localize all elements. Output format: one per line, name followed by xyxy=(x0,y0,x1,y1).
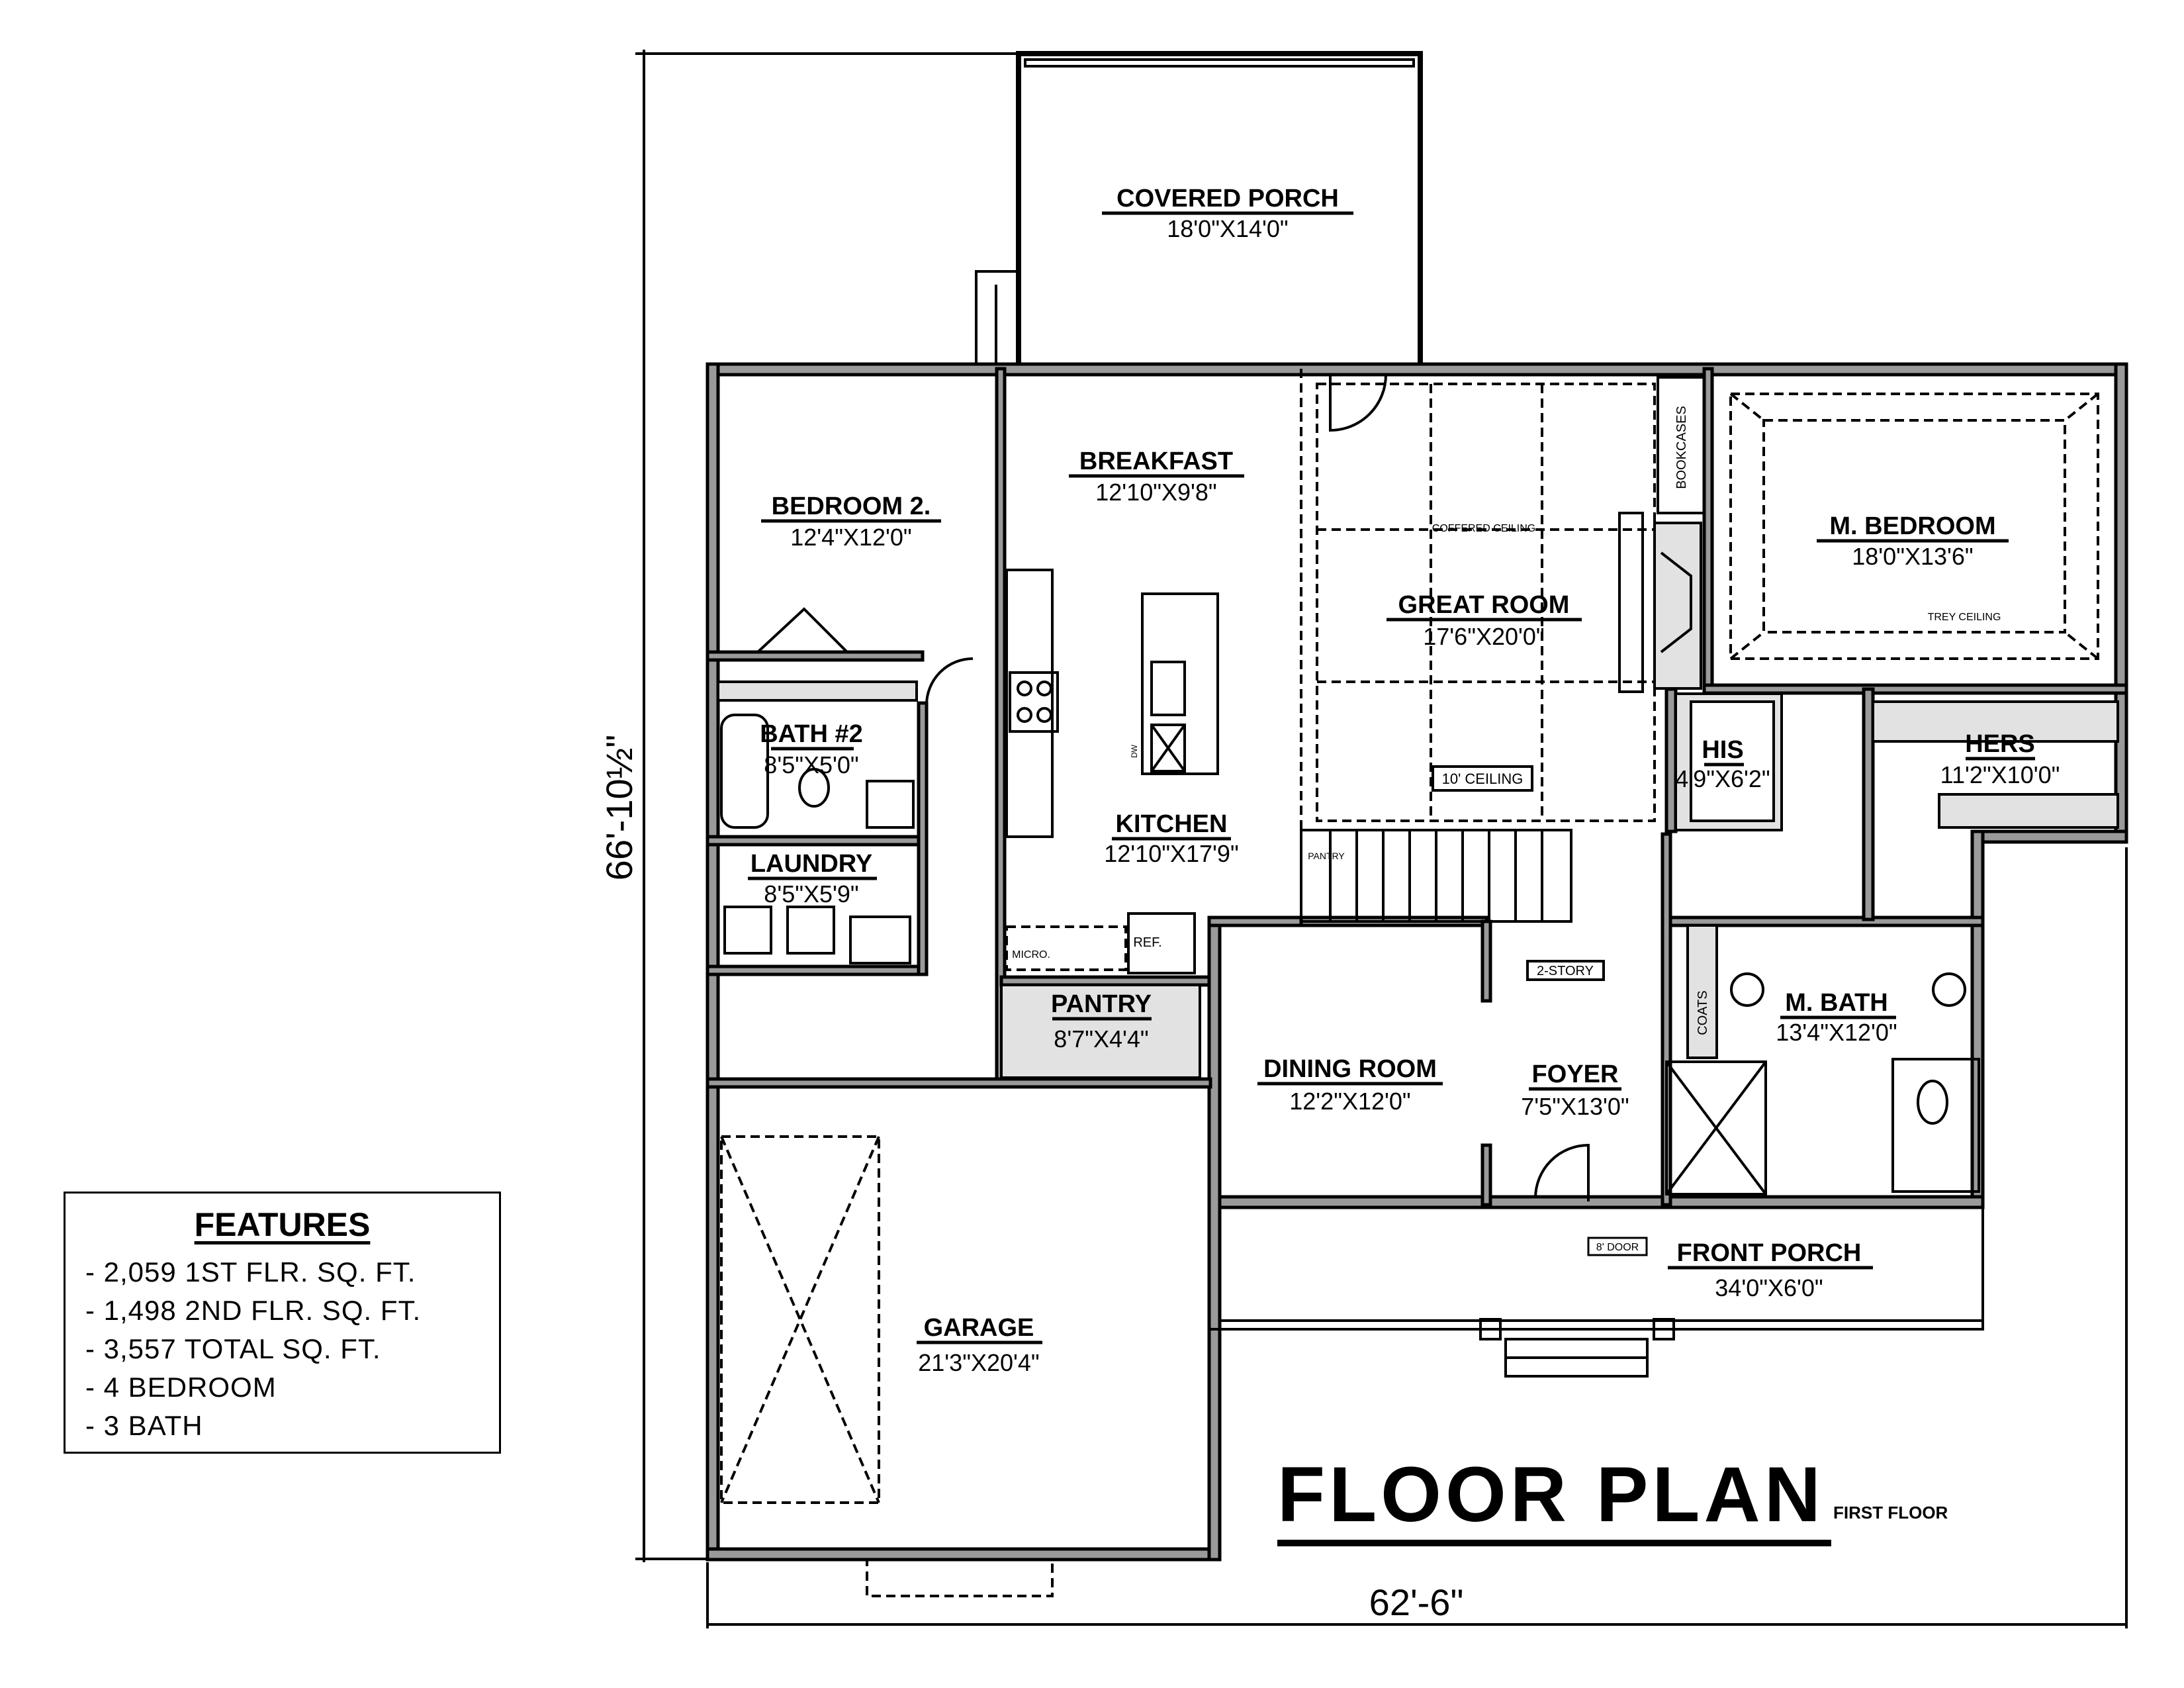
svg-text:FRONT PORCH: FRONT PORCH xyxy=(1677,1239,1862,1267)
svg-text:GARAGE: GARAGE xyxy=(924,1314,1034,1342)
room-dining-room: DINING ROOM 12'2"X12'0" xyxy=(1257,1055,1443,1115)
svg-text:4'9"X6'2": 4'9"X6'2" xyxy=(1675,765,1770,792)
kitchen-fixtures xyxy=(1005,569,1572,974)
coffered-ceiling-note: COFFERED CEILING xyxy=(1432,523,1535,534)
svg-text:PANTRY: PANTRY xyxy=(1051,990,1152,1018)
svg-text:8'5"X5'9": 8'5"X5'9" xyxy=(764,880,858,908)
feature-item: - 1,498 2ND FLR. SQ. FT. xyxy=(85,1295,422,1326)
svg-text:18'0"X13'6": 18'0"X13'6" xyxy=(1852,543,1973,570)
svg-text:BREAKFAST: BREAKFAST xyxy=(1079,447,1233,475)
svg-text:17'6"X20'0": 17'6"X20'0" xyxy=(1423,623,1544,650)
covered-porch-outline xyxy=(975,51,1423,369)
plan-title: FLOOR PLAN FIRST FLOOR xyxy=(1277,1450,1948,1546)
svg-text:M. BATH: M. BATH xyxy=(1785,989,1888,1017)
room-great-room: GREAT ROOM 17'6"X20'0" xyxy=(1387,591,1582,650)
room-pantry: PANTRY 8'7"X4'4" xyxy=(1051,990,1152,1053)
svg-text:18'0"X14'0": 18'0"X14'0" xyxy=(1167,215,1288,242)
trey-ceiling-note: TREY CEILING xyxy=(1928,612,2001,623)
room-covered-porch: COVERED PORCH 18'0"X14'0" xyxy=(1102,185,1353,242)
stair-treads xyxy=(1329,830,1543,921)
svg-text:12'10"X9'8": 12'10"X9'8" xyxy=(1095,479,1216,506)
two-story-note: 2-STORY xyxy=(1537,964,1594,978)
svg-text:DINING ROOM: DINING ROOM xyxy=(1263,1055,1437,1083)
microwave-label: MICRO. xyxy=(1012,949,1050,961)
svg-text:BEDROOM 2.: BEDROOM 2. xyxy=(772,492,931,520)
coffered-ceiling-grid xyxy=(1300,369,1706,917)
svg-text:COVERED PORCH: COVERED PORCH xyxy=(1116,185,1339,212)
features-title: FEATURES xyxy=(194,1206,371,1243)
svg-text:HERS: HERS xyxy=(1965,730,2035,758)
svg-text:12'4"X12'0": 12'4"X12'0" xyxy=(790,524,911,551)
bookcases-note: BOOKCASES xyxy=(1674,406,1689,489)
eight-foot-door-note: 8' DOOR xyxy=(1596,1242,1639,1253)
feature-item: - 2,059 1ST FLR. SQ. FT. xyxy=(85,1256,416,1288)
front-porch xyxy=(1209,1143,1984,1378)
overall-width-dimension: 62'-6" xyxy=(1369,1581,1464,1623)
trey-ceiling-outline xyxy=(1729,393,2099,660)
room-master-bedroom: M. BEDROOM 18'0"X13'6" xyxy=(1817,512,2009,570)
svg-text:34'0"X6'0": 34'0"X6'0" xyxy=(1715,1274,1823,1301)
features-box: FEATURES - 2,059 1ST FLR. SQ. FT. - 1,49… xyxy=(64,1192,501,1454)
room-bedroom-2: BEDROOM 2. 12'4"X12'0" xyxy=(761,492,941,551)
svg-text:21'3"X20'4": 21'3"X20'4" xyxy=(918,1349,1039,1376)
dimension-lines xyxy=(635,50,2128,1628)
svg-text:8'7"X4'4": 8'7"X4'4" xyxy=(1054,1025,1148,1053)
dishwasher-label: DW xyxy=(1130,744,1139,758)
room-kitchen: KITCHEN 12'10"X17'9" xyxy=(1104,810,1238,867)
svg-text:12'2"X12'0": 12'2"X12'0" xyxy=(1289,1088,1410,1115)
svg-text:12'10"X17'9": 12'10"X17'9" xyxy=(1104,840,1238,867)
room-laundry: LAUNDRY 8'5"X5'9" xyxy=(748,850,877,908)
refrigerator-label: REF. xyxy=(1133,935,1161,950)
feature-item: - 3,557 TOTAL SQ. FT. xyxy=(85,1333,381,1364)
svg-text:LAUNDRY: LAUNDRY xyxy=(751,850,872,878)
room-bath-2: BATH #2 8'5"X5'0" xyxy=(760,720,863,778)
room-master-bath: M. BATH 13'4"X12'0" xyxy=(1776,989,1897,1046)
svg-text:M. BEDROOM: M. BEDROOM xyxy=(1829,512,1995,540)
overall-depth-dimension: 66'-10½" xyxy=(598,735,640,881)
svg-text:KITCHEN: KITCHEN xyxy=(1116,810,1228,838)
feature-item: - 3 BATH xyxy=(85,1410,203,1441)
room-front-porch: FRONT PORCH 34'0"X6'0" xyxy=(1668,1239,1873,1301)
ten-ceiling-note: 10' CEILING xyxy=(1442,771,1524,787)
pantry-closet-note: PANTRY xyxy=(1308,851,1345,861)
svg-text:FOYER: FOYER xyxy=(1532,1060,1619,1088)
room-hers-closet: HERS 11'2"X10'0" xyxy=(1940,730,2060,788)
plan-title-main: FLOOR PLAN xyxy=(1277,1450,1831,1546)
svg-text:7'5"X13'0": 7'5"X13'0" xyxy=(1521,1093,1629,1120)
garage-door xyxy=(720,1135,1054,1597)
room-foyer: FOYER 7'5"X13'0" xyxy=(1521,1060,1629,1120)
svg-text:8'5"X5'0": 8'5"X5'0" xyxy=(764,751,858,778)
svg-text:BATH #2: BATH #2 xyxy=(760,720,863,748)
bath-laundry-fixtures xyxy=(720,607,974,964)
feature-item: - 4 BEDROOM xyxy=(85,1372,277,1403)
room-his-closet: HIS 4'9"X6'2" xyxy=(1675,736,1770,792)
svg-text:13'4"X12'0": 13'4"X12'0" xyxy=(1776,1019,1897,1046)
coats-closet-label: COATS xyxy=(1696,990,1710,1035)
room-breakfast: BREAKFAST 12'10"X9'8" xyxy=(1069,447,1244,506)
interior-walls xyxy=(705,367,2128,1207)
svg-text:11'2"X10'0": 11'2"X10'0" xyxy=(1940,761,2060,788)
plan-title-sub: FIRST FLOOR xyxy=(1833,1503,1948,1523)
svg-text:GREAT ROOM: GREAT ROOM xyxy=(1398,591,1570,619)
svg-text:HIS: HIS xyxy=(1702,736,1743,764)
room-garage: GARAGE 21'3"X20'4" xyxy=(917,1314,1042,1376)
